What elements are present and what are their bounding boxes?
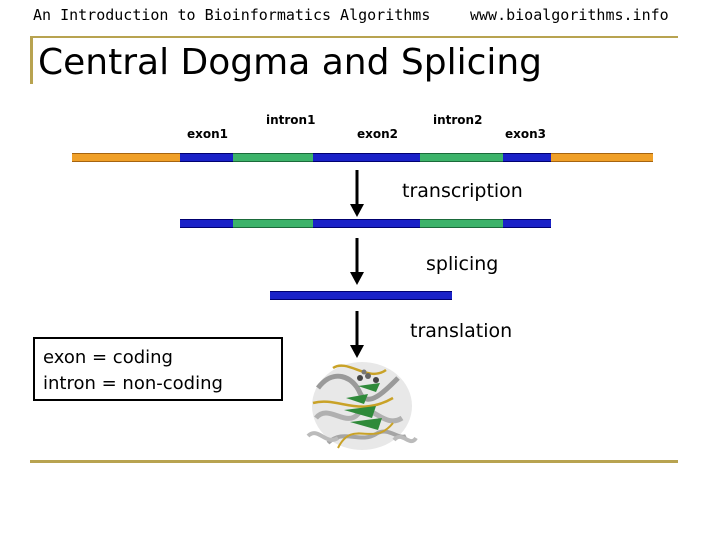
legend-exon-definition: exon = coding [43,347,173,368]
pre-mrna-exon2 [313,219,420,228]
header-course-title: An Introduction to Bioinformatics Algori… [33,6,431,24]
flank-right-segment [551,153,653,162]
intron1-segment [233,153,313,162]
step-translation-label: translation [410,320,513,342]
label-intron2: intron2 [433,113,483,127]
down-arrow-icon [350,311,364,358]
pre-mrna-intron1 [233,219,313,228]
mrna-exon2 [325,291,402,300]
header-website: www.bioalgorithms.info [470,6,669,24]
page-title: Central Dogma and Splicing [38,42,543,83]
mrna-exon3 [402,291,452,300]
label-intron1: intron1 [266,113,316,127]
label-exon1: exon1 [187,127,229,141]
legend-box: exon = coding intron = non-coding [33,337,283,401]
pre-mrna-intron2 [420,219,503,228]
label-exon2: exon2 [357,127,399,141]
step-splicing-label: splicing [426,253,499,275]
step-transcription-label: transcription [402,180,523,202]
label-exon3: exon3 [505,127,547,141]
title-left-rule [30,36,33,84]
exon2-segment [313,153,420,162]
exon1-segment [180,153,233,162]
title-top-rule [30,36,678,38]
down-arrow-icon [350,170,364,217]
exon3-segment [503,153,551,162]
pre-mrna-exon3 [503,219,551,228]
legend-intron-definition: intron = non-coding [43,373,223,394]
protein-structure-image [306,362,418,450]
bottom-rule [30,460,678,463]
down-arrow-icon [350,238,364,285]
intron2-segment [420,153,503,162]
pre-mrna-exon1 [180,219,233,228]
flank-left-segment [72,153,180,162]
mrna-exon1 [270,291,325,300]
